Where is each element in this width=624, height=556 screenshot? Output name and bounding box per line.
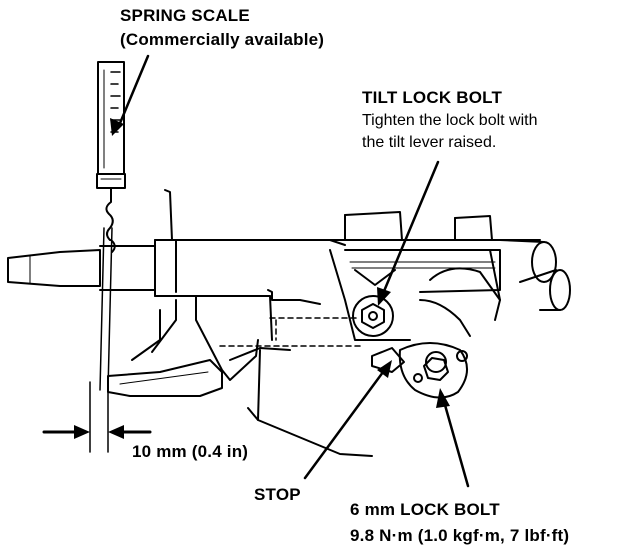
lock-bolt-title: 6 mm LOCK BOLT: [350, 500, 500, 519]
tilt-lock-instruction-line1: Tighten the lock bolt with: [362, 112, 538, 129]
lock-bolt-torque: 9.8 N·m (1.0 kgf·m, 7 lbf·ft): [350, 526, 570, 545]
spring-scale-note: (Commercially available): [120, 30, 325, 49]
tilt-lock-bolt: [352, 160, 440, 337]
scale-wire: [99, 227, 105, 391]
spring-scale: [96, 54, 150, 253]
tilt-lever: [107, 289, 373, 457]
stop: [303, 347, 405, 480]
hidden-lines: [219, 317, 361, 347]
tilt-lock-bolt-title: TILT LOCK BOLT: [362, 88, 503, 107]
dimension-marks: [42, 381, 152, 453]
steering-column: [7, 189, 571, 341]
dimension-label: 10 mm (0.4 in): [132, 442, 249, 461]
stop-label: STOP: [254, 485, 301, 504]
six-mm-lock-bolt: [398, 342, 470, 488]
tilt-lock-instruction-line2: the tilt lever raised.: [362, 134, 497, 151]
spring-scale-title: SPRING SCALE: [120, 6, 250, 25]
